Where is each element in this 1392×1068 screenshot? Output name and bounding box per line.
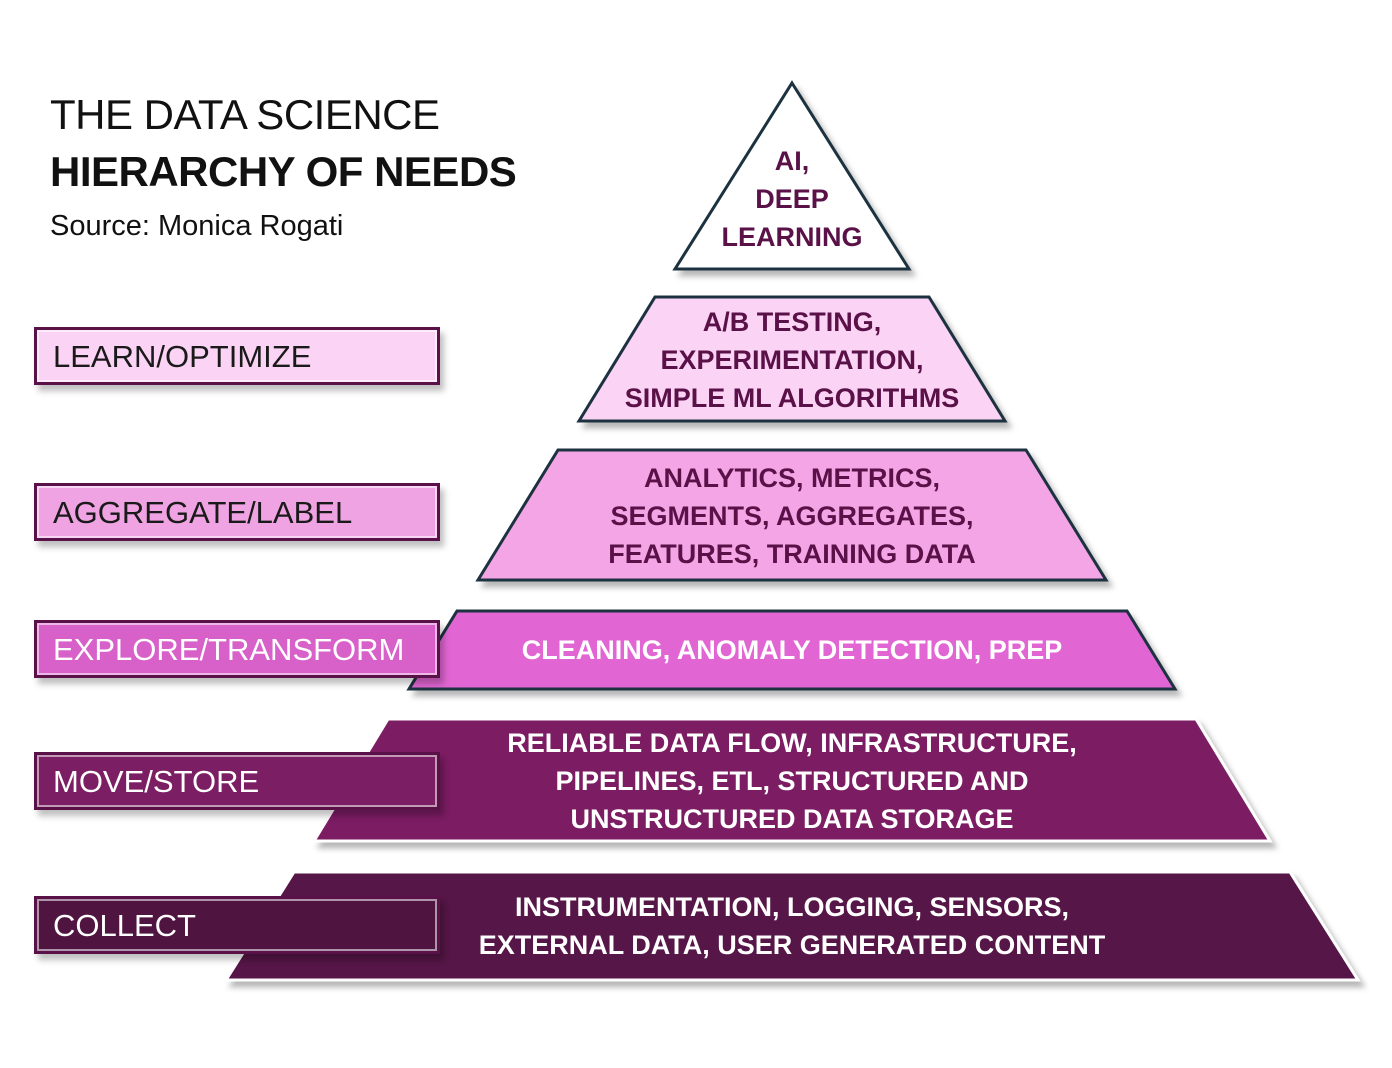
pyramid-layer-1 bbox=[672, 80, 912, 271]
layer-line: ANALYTICS, METRICS, bbox=[643, 463, 941, 493]
stage-label-collect: COLLECT bbox=[34, 896, 440, 954]
layer-line: FEATURES, TRAINING DATA bbox=[608, 539, 976, 569]
stage-label-text: MOVE/STORE bbox=[53, 763, 260, 799]
stage-label-explore-transform: EXPLORE/TRANSFORM bbox=[34, 620, 440, 678]
layer-line: UNSTRUCTURED DATA STORAGE bbox=[570, 804, 1014, 834]
layer-line: EXPERIMENTATION, bbox=[660, 345, 924, 375]
layer-line: AI, bbox=[774, 146, 810, 176]
stage-label-text: AGGREGATE/LABEL bbox=[53, 494, 353, 530]
title-block: THE DATA SCIENCE HIERARCHY OF NEEDS Sour… bbox=[50, 88, 517, 248]
title-line-2: HIERARCHY OF NEEDS bbox=[50, 148, 517, 195]
stage-label-text: EXPLORE/TRANSFORM bbox=[53, 631, 405, 667]
layer-line: SEGMENTS, AGGREGATES, bbox=[610, 501, 974, 531]
layer-text-6: INSTRUMENTATION, LOGGING, SENSORS, EXTER… bbox=[479, 888, 1106, 964]
title-line-1: THE DATA SCIENCE bbox=[50, 91, 440, 138]
layer-line: SIMPLE ML ALGORITHMS bbox=[624, 383, 960, 413]
stage-label-aggregate-label: AGGREGATE/LABEL bbox=[34, 483, 440, 541]
layer-line: CLEANING, ANOMALY DETECTION, PREP bbox=[521, 635, 1063, 665]
pyramid-layer-3 bbox=[475, 448, 1109, 582]
layer-text-5: RELIABLE DATA FLOW, INFRASTRUCTURE, PIPE… bbox=[507, 724, 1076, 838]
stage-label-learn-optimize: LEARN/OPTIMIZE bbox=[34, 327, 440, 385]
layer-text-1: AI, DEEP LEARNING bbox=[722, 142, 863, 256]
stage-label-text: LEARN/OPTIMIZE bbox=[53, 338, 312, 374]
layer-text-4: CLEANING, ANOMALY DETECTION, PREP bbox=[522, 631, 1063, 669]
layer-line: RELIABLE DATA FLOW, INFRASTRUCTURE, bbox=[507, 728, 1077, 758]
layer-line: LEARNING bbox=[721, 222, 863, 252]
layer-line: INSTRUMENTATION, LOGGING, SENSORS, bbox=[514, 892, 1069, 922]
layer-line: PIPELINES, ETL, STRUCTURED AND bbox=[555, 766, 1029, 796]
layer-line: DEEP bbox=[755, 184, 829, 214]
layer-line: EXTERNAL DATA, USER GENERATED CONTENT bbox=[478, 930, 1106, 960]
stage-label-move-store: MOVE/STORE bbox=[34, 752, 440, 810]
source-credit: Source: Monica Rogati bbox=[50, 210, 344, 242]
layer-text-3: ANALYTICS, METRICS, SEGMENTS, AGGREGATES… bbox=[608, 459, 975, 573]
stage-label-text: COLLECT bbox=[53, 907, 196, 943]
layer-line: A/B TESTING, bbox=[702, 307, 882, 337]
pyramid-layer-2 bbox=[576, 295, 1008, 423]
layer-text-2: A/B TESTING, EXPERIMENTATION, SIMPLE ML … bbox=[625, 303, 960, 417]
